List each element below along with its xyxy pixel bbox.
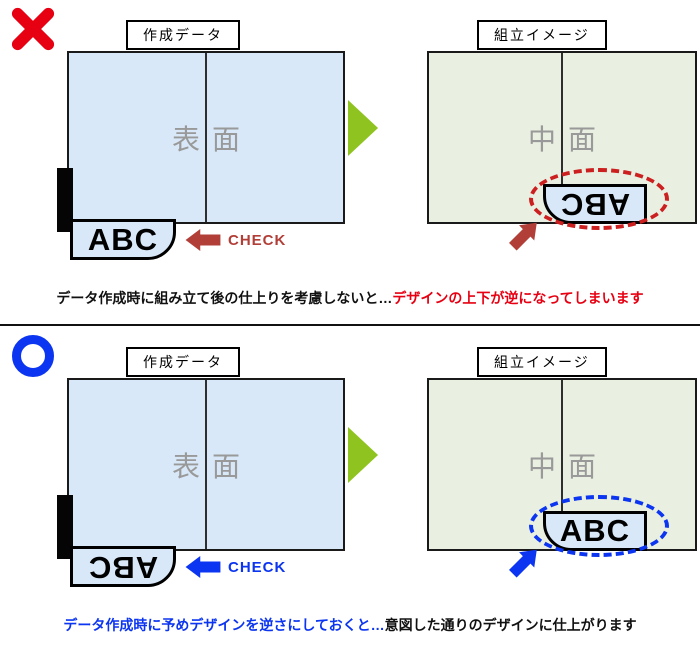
fold-line	[205, 380, 207, 549]
flap-abc-text: ABC	[87, 221, 159, 257]
caption-lead: データ作成時に組み立て後の仕上りを考慮しないと…	[56, 290, 393, 306]
check-arrow-icon	[185, 229, 221, 251]
assembly-image-label: 組立イメージ	[477, 20, 607, 50]
created-data-label: 作成データ	[126, 20, 240, 50]
check-pointer: CHECK	[185, 556, 286, 578]
cover-flap: ABC	[70, 546, 176, 587]
flap-abc-text: ABC	[87, 549, 159, 585]
design-data-sheet: 表面	[67, 51, 345, 224]
up-right-arrow-icon	[505, 542, 553, 590]
check-label: CHECK	[228, 231, 287, 249]
inside-face-text: 中面	[527, 123, 608, 155]
caption-emphasis: デザインの上下が逆になってしまいます	[392, 290, 644, 306]
check-arrow-icon	[185, 556, 221, 578]
assembled-sheet: 中面 ABC	[427, 378, 697, 557]
circle-mark-icon	[10, 333, 56, 379]
circle-shape	[12, 335, 54, 377]
spine-tab	[57, 495, 73, 559]
fold-line	[561, 53, 563, 222]
created-data-label-text: 作成データ	[143, 27, 223, 43]
spine-tab	[57, 168, 73, 232]
cover-flap: ABC	[70, 219, 176, 260]
assembly-image-label: 組立イメージ	[477, 347, 607, 377]
caption: データ作成時に組み立て後の仕上りを考慮しないと…デザインの上下が逆になってしまい…	[0, 288, 700, 308]
fold-line	[205, 53, 207, 222]
incorrect-example-section: 作成データ 表面 ABC CHECK 組立イメージ 中面 ABC	[0, 0, 700, 323]
up-right-arrow-icon	[505, 215, 553, 263]
check-pointer: CHECK	[185, 229, 286, 251]
assembly-image-label-text: 組立イメージ	[494, 27, 590, 43]
highlight-ellipse	[529, 495, 669, 557]
transition-arrow-icon	[348, 100, 378, 156]
design-data-sheet: 表面	[67, 378, 345, 551]
correct-example-section: 作成データ 表面 ABC CHECK 組立イメージ 中面 ABC	[0, 327, 700, 650]
caption-lead: データ作成時に予めデザインを逆さにしておくと…	[63, 617, 385, 633]
assembly-image-label-text: 組立イメージ	[494, 354, 590, 370]
front-face-text: 表面	[171, 123, 252, 155]
check-label: CHECK	[228, 558, 287, 576]
section-divider	[0, 324, 700, 326]
caption: データ作成時に予めデザインを逆さにしておくと…意図した通りのデザインに仕上がりま…	[0, 615, 700, 635]
fold-line	[561, 380, 563, 549]
highlight-ellipse	[529, 168, 669, 230]
assembled-sheet: 中面 ABC	[427, 51, 697, 230]
inside-face-text: 中面	[527, 450, 608, 482]
cross-mark-icon	[10, 6, 56, 52]
created-data-label: 作成データ	[126, 347, 240, 377]
transition-arrow-icon	[348, 427, 378, 483]
caption-emphasis: 意図した通りのデザインに仕上がります	[384, 617, 637, 633]
created-data-label-text: 作成データ	[143, 354, 223, 370]
front-face-text: 表面	[171, 450, 252, 482]
